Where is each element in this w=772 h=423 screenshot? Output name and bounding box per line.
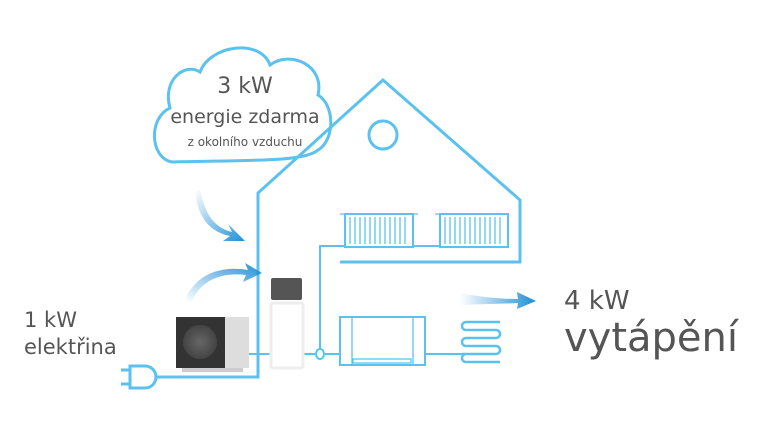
pipe-riser xyxy=(319,245,440,349)
radiator xyxy=(340,213,418,248)
input-label: elektřina xyxy=(24,335,117,359)
arrow-icon xyxy=(185,263,262,302)
cloud-subtitle: z okolního vzduchu xyxy=(187,135,303,149)
output-label: vytápění xyxy=(564,315,739,361)
plug-icon xyxy=(121,364,160,390)
floor-heating-coil xyxy=(460,320,502,364)
cloud-power: 3 kW xyxy=(217,74,273,99)
outdoor-heat-pump xyxy=(176,317,249,372)
arrow-icon xyxy=(195,190,245,241)
house-outline xyxy=(157,77,522,379)
radiator xyxy=(435,213,509,248)
arrow-icon xyxy=(460,292,536,309)
airflow-arrows xyxy=(185,190,536,309)
indoor-unit xyxy=(339,316,426,366)
cloud-title: energie zdarma xyxy=(170,106,320,128)
input-power: 1 kW xyxy=(24,308,77,332)
pipe-valve xyxy=(315,348,325,360)
output-power: 4 kW xyxy=(564,286,630,316)
cloud-outline xyxy=(153,46,333,164)
tank xyxy=(269,278,305,370)
house-window xyxy=(367,119,399,151)
